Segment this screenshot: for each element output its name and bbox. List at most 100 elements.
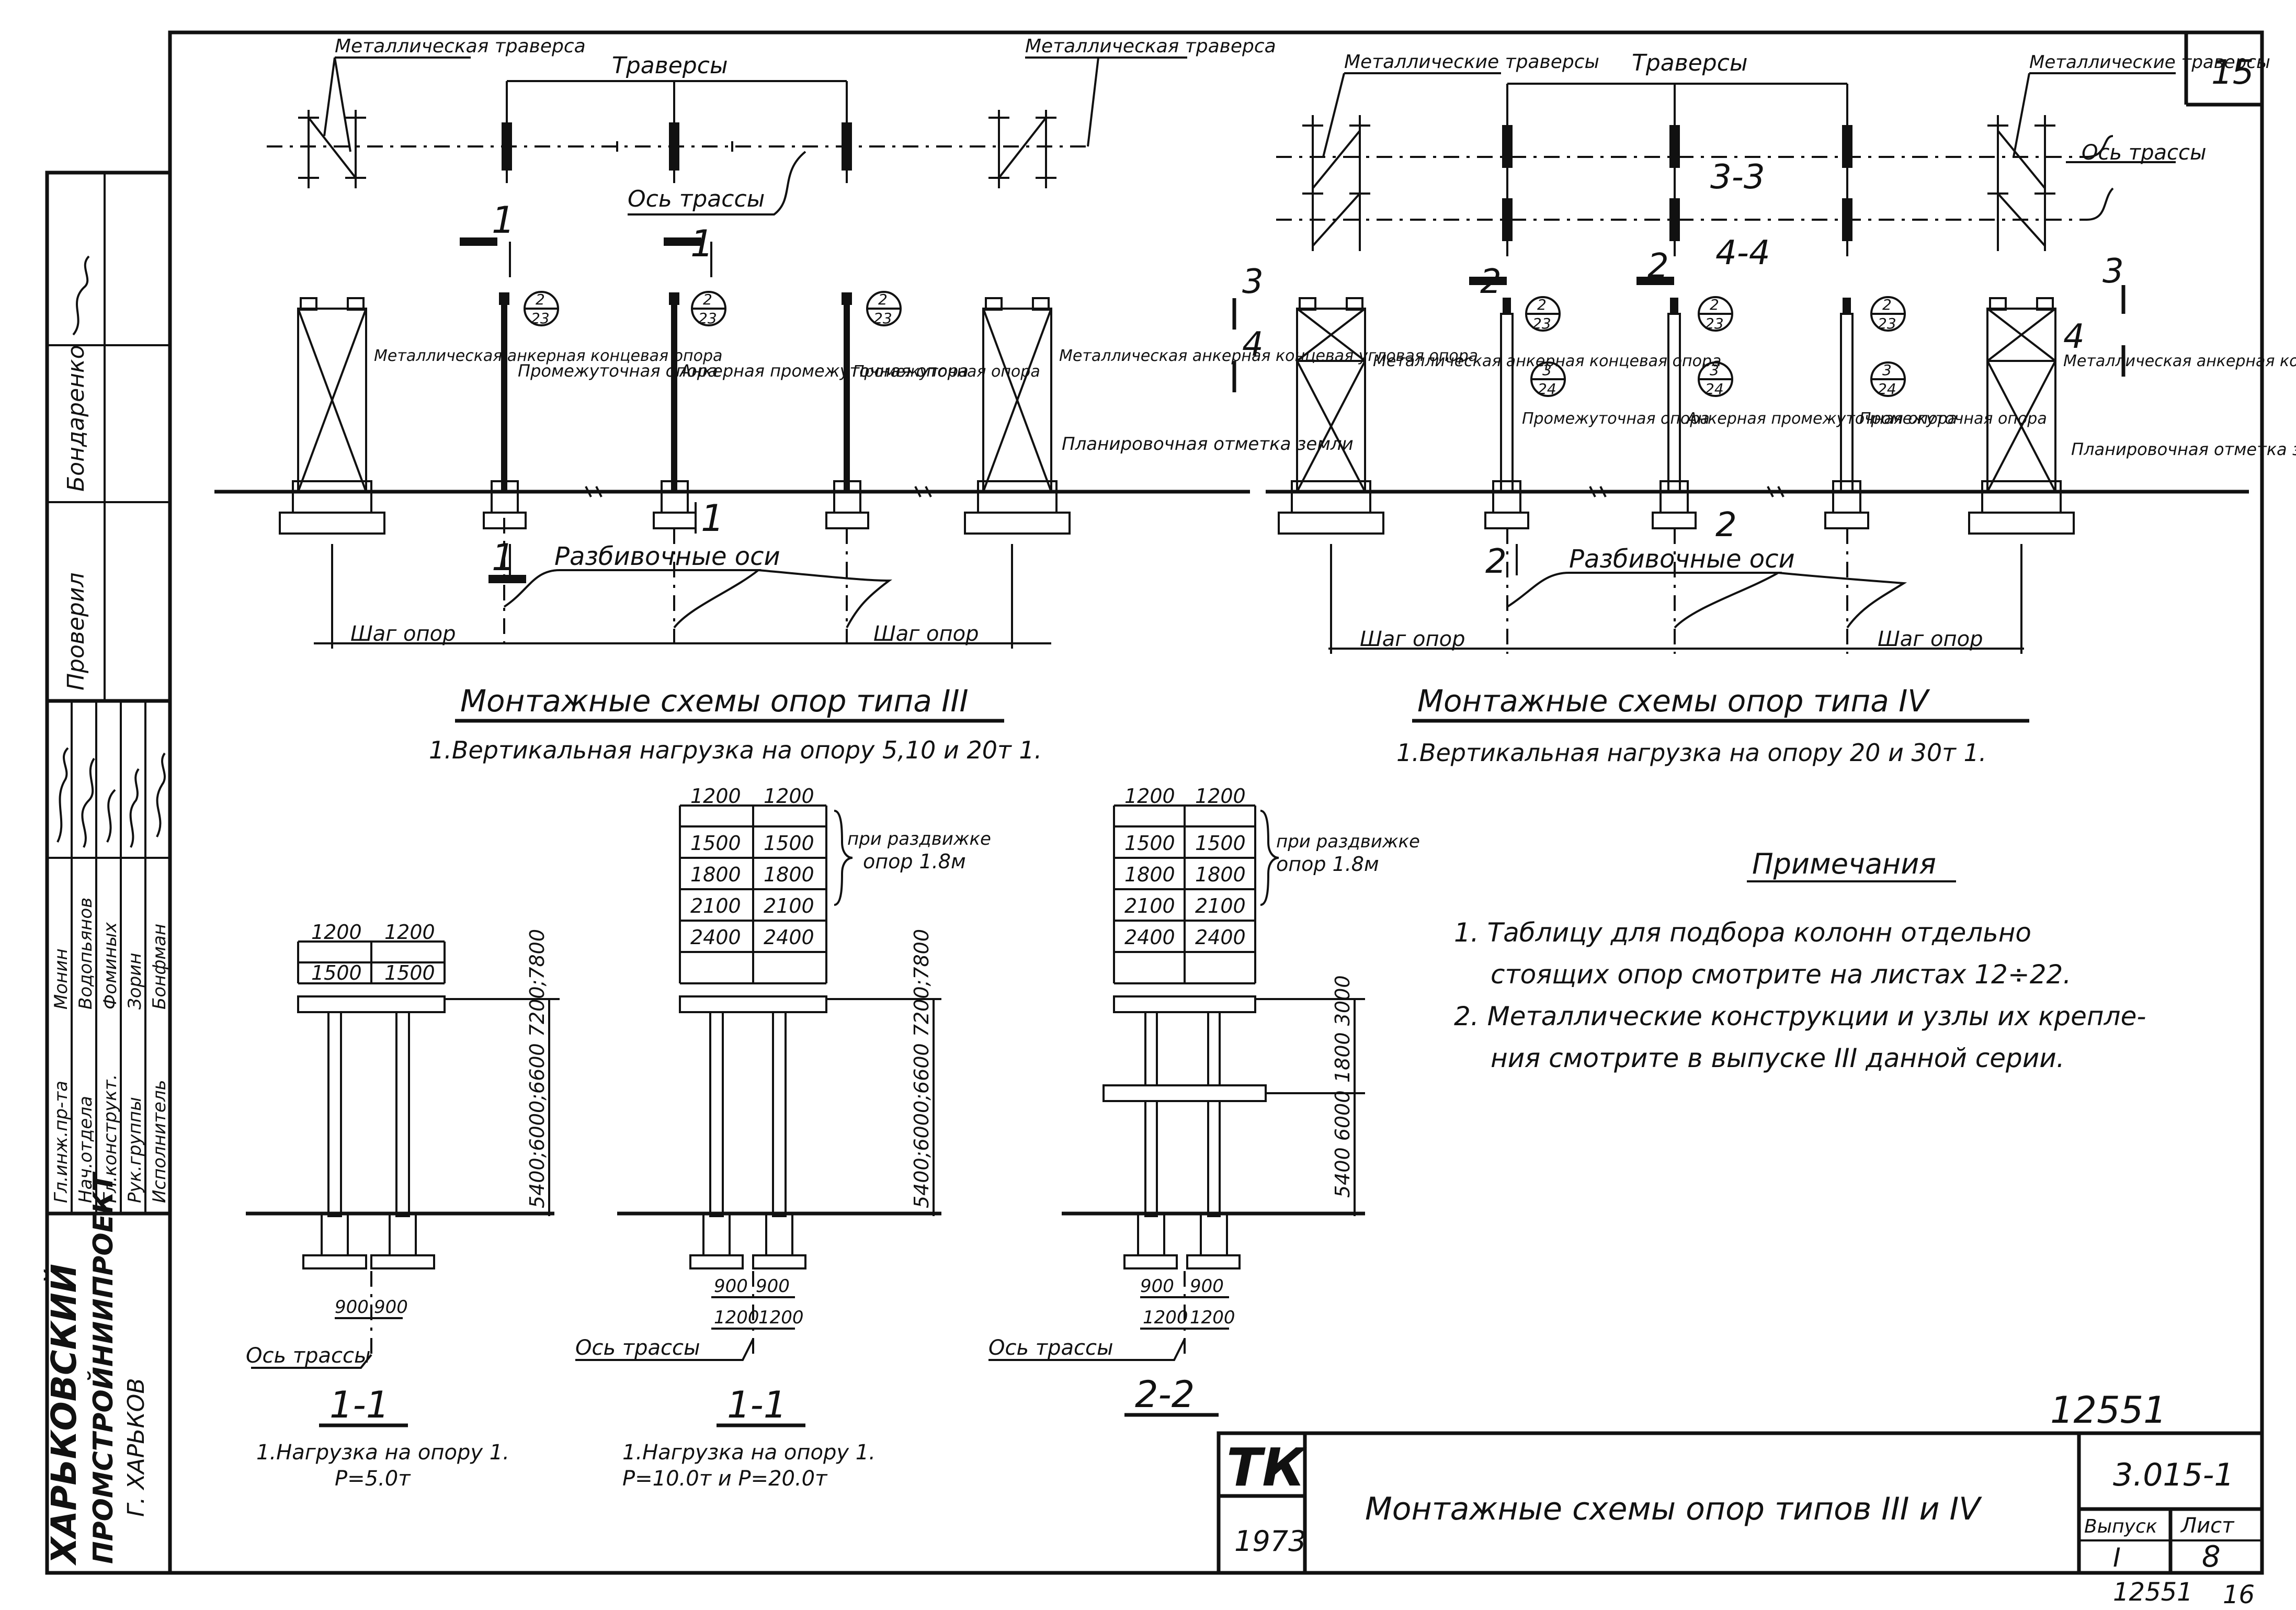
t3-callout-3-top: 2 bbox=[878, 291, 888, 308]
t3-section-mark-c: 1 bbox=[492, 536, 515, 579]
s11b-spread-note-1: при раздвижке bbox=[847, 829, 991, 849]
t4-callout-a3-top: 2 bbox=[1882, 296, 1892, 313]
org-name-line2: ПРОМСТРОЙНИИПРОЕКТ bbox=[87, 1172, 119, 1564]
notes-list: 1. Таблицу для подбора колонн отдельно с… bbox=[1454, 917, 2146, 1073]
s11b-dim-r3-c2: 1800 bbox=[764, 863, 814, 886]
t4-callout-a2-top: 2 bbox=[1710, 296, 1719, 313]
sheet-label: Лист bbox=[2180, 1514, 2235, 1538]
s22-axis-label: Ось трассы bbox=[988, 1336, 1113, 1360]
s11a-dim-r2-c2: 1500 bbox=[384, 961, 435, 984]
t3-section-marks: 1 1 1 1 bbox=[492, 199, 724, 579]
t3-callouts: 2 23 2 23 2 23 bbox=[531, 291, 892, 327]
sheet-value: 8 bbox=[2202, 1540, 2221, 1574]
handwritten-signatures bbox=[56, 255, 166, 848]
s11b-load-value: P=10.0т и P=20.0т bbox=[622, 1467, 828, 1491]
s11a-height-dim: 5400;6000;6600 7200;7800 bbox=[526, 929, 549, 1208]
t3-callout-2-top: 2 bbox=[703, 291, 712, 308]
org-city: Г. ХАРЬКОВ bbox=[123, 1378, 150, 1517]
t3-title: Монтажные схемы опор типа III bbox=[460, 683, 969, 719]
s11b-dim-r5-c1: 2400 bbox=[690, 926, 741, 949]
t4-label-intermediate-1: Промежуточная опора bbox=[1522, 410, 1710, 428]
s11b-dim-r5-c2: 2400 bbox=[764, 926, 814, 949]
s22-dim-r1-c2: 1200 bbox=[1195, 785, 1246, 808]
note-line-1: 1. Таблицу для подбора колонн отдельно bbox=[1454, 917, 2031, 948]
t3-callout-2-bottom: 23 bbox=[698, 310, 717, 327]
t3-callout-3-bottom: 23 bbox=[873, 310, 892, 327]
t4-callout-a1-top: 2 bbox=[1537, 296, 1547, 313]
s22-dim-r3-c2: 1800 bbox=[1195, 863, 1246, 886]
s11b-base-dim-2: 900 bbox=[756, 1276, 790, 1297]
s22-dim-r5-c1: 2400 bbox=[1124, 926, 1175, 949]
checked-label: Проверил bbox=[63, 572, 89, 690]
s22-dim-r5-c2: 2400 bbox=[1195, 926, 1246, 949]
note-line-4: ния смотрите в выпуске III данной серии. bbox=[1491, 1043, 2065, 1073]
s22-spread-note-1: при раздвижке bbox=[1276, 831, 1420, 852]
note-line-2: стоящих опор смотрите на листах 12÷22. bbox=[1491, 959, 2071, 990]
t3-section-mark-b: 1 bbox=[690, 222, 714, 265]
s11b-axis-label: Ось трассы bbox=[575, 1336, 700, 1360]
t4-label-ground-mark: Планировочная отметка земли bbox=[2071, 439, 2296, 459]
issue-value: I bbox=[2113, 1543, 2121, 1573]
s22-base-dim-1: 900 bbox=[1140, 1276, 1174, 1297]
title-logo: ТК bbox=[1226, 1437, 1307, 1498]
t4-label-end-support: Металлическая анкерная концевая опора bbox=[1373, 352, 1721, 370]
sheet-number-corner: 15 bbox=[2211, 53, 2254, 92]
s22-title: 2-2 bbox=[1135, 1373, 1195, 1416]
type3-plan bbox=[267, 56, 1187, 216]
t3-label-intermediate-2: Промежуточная опора bbox=[853, 362, 1040, 381]
t4-label-corner-support: Металлическая анкерная концевая угловая … bbox=[2063, 352, 2296, 370]
position-chief-engineer: Гл.инж.пр-та bbox=[51, 1081, 72, 1203]
t4-callout-b1-bottom: 24 bbox=[1538, 380, 1556, 398]
title-block bbox=[1217, 1431, 2264, 1575]
t4-subtitle: 1.Вертикальная нагрузка на опору 20 и 30… bbox=[1396, 739, 1986, 767]
section-11b-drawing bbox=[575, 804, 941, 1361]
s22-upper-dim: 1800 3000 bbox=[1331, 976, 1354, 1083]
s11a-dim-r2-c1: 1500 bbox=[311, 961, 362, 984]
notes-heading: Примечания bbox=[1752, 847, 1936, 880]
s11a-title: 1-1 bbox=[329, 1384, 389, 1426]
s11b-base-dim2-2: 1200 bbox=[758, 1307, 804, 1328]
page-number-bottom: 16 bbox=[2223, 1580, 2255, 1609]
checked-name: Бондаренко bbox=[63, 345, 89, 492]
s22-base-dim2-2: 1200 bbox=[1190, 1307, 1235, 1328]
s11b-dim-r1-c2: 1200 bbox=[764, 785, 814, 808]
s11b-dim-r2-c1: 1500 bbox=[690, 832, 741, 855]
t4-section-mark-4-right: 4 bbox=[2063, 318, 2085, 356]
position-dept-head: Нач.отдела bbox=[75, 1096, 96, 1203]
t3-label-corner-support: Металлическая анкерная концевая угловая … bbox=[1059, 347, 1478, 365]
s11a-dim-r1-c2: 1200 bbox=[384, 921, 435, 944]
t3-label-metal-traverse-right: Металлическая траверса bbox=[1025, 36, 1276, 57]
side-stamp bbox=[45, 171, 172, 1575]
t3-callout-1-bottom: 23 bbox=[531, 310, 550, 327]
t4-callout-b3-top: 3 bbox=[1882, 361, 1892, 379]
t3-label-route-axis: Ось трассы bbox=[628, 186, 765, 212]
s11a-dim-r1-c1: 1200 bbox=[311, 921, 362, 944]
s22-base-dim-2: 900 bbox=[1190, 1276, 1224, 1297]
s11b-dim-r1-c1: 1200 bbox=[690, 785, 741, 808]
position-executor: Исполнитель bbox=[149, 1080, 170, 1203]
s11a-load: 1.Нагрузка на опору 1. bbox=[256, 1441, 509, 1465]
t4-label-route-axis: Ось трассы bbox=[2082, 141, 2207, 165]
t4-title: Монтажные схемы опор типа IV bbox=[1417, 683, 1930, 719]
position-chief-designer: Гл.конструкт. bbox=[100, 1074, 121, 1203]
title-year: 1973 bbox=[1234, 1525, 1306, 1558]
t4-label-intermediate-2: Промежуточная опора bbox=[1859, 410, 2047, 428]
signature-names: Монин Водопьянов Фоминых Зорин Бонфман bbox=[51, 898, 170, 1010]
t4-label-section-33: 3-3 bbox=[1710, 158, 1765, 197]
t4-label-metal-traverses-right: Металлические траверсы bbox=[2029, 52, 2270, 73]
s11a-load-value: P=5.0т bbox=[335, 1467, 411, 1491]
s11b-dim-r2-c2: 1500 bbox=[764, 832, 814, 855]
s11b-dim-r4-c2: 2100 bbox=[764, 894, 814, 917]
t4-label-traverses: Траверсы bbox=[1632, 50, 1748, 76]
name-2: Водопьянов bbox=[75, 898, 96, 1010]
s11a-base-dim-1: 900 bbox=[335, 1297, 369, 1318]
t4-callout-a3-bottom: 23 bbox=[1878, 315, 1896, 332]
archive-number-bottom: 12551 bbox=[2113, 1578, 2193, 1607]
s22-dim-r2-c1: 1500 bbox=[1124, 832, 1175, 855]
t3-label-intermediate-1: Промежуточная опора bbox=[518, 361, 718, 381]
t3-label-end-support: Металлическая анкерная концевая опора bbox=[374, 347, 722, 365]
t4-callouts: 2 23 2 23 2 23 3 24 3 24 3 24 bbox=[1532, 296, 1896, 398]
t3-label-metal-traverse-left: Металлическая траверса bbox=[335, 36, 586, 57]
t4-callout-b2-top: 3 bbox=[1710, 361, 1719, 379]
